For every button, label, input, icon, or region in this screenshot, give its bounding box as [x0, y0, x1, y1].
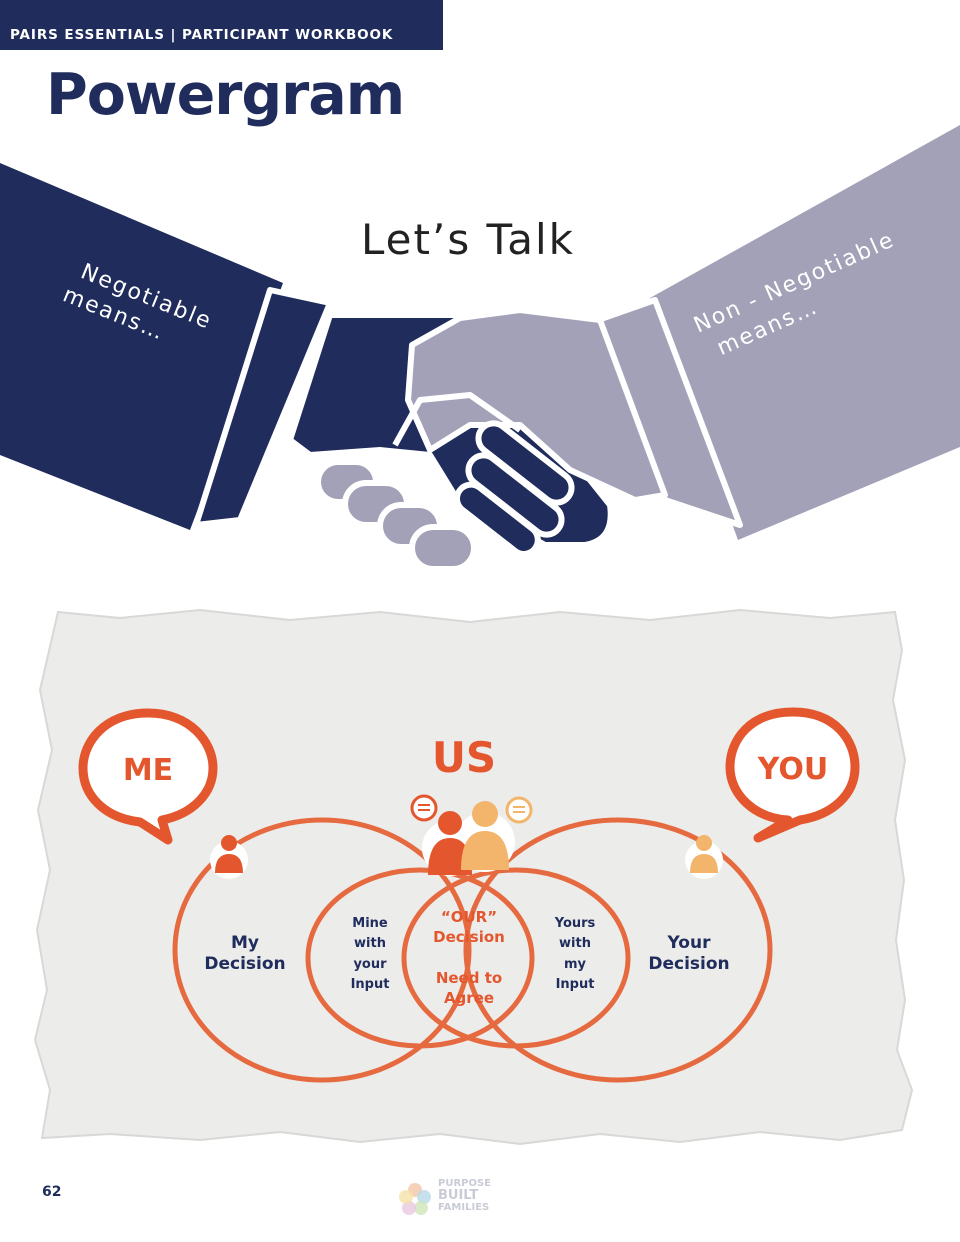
you-circle	[463, 817, 773, 1083]
handshake-illustration: Let’s Talk Negotiable means… Non - Negot…	[0, 125, 960, 572]
my-decision-label-1: My	[231, 933, 259, 953]
page-number: 62	[42, 1184, 62, 1200]
footer-logo: PURPOSE BUILT FAMILIES	[438, 1178, 498, 1214]
you-label: YOU	[757, 752, 829, 787]
finger-group-navy	[453, 420, 575, 557]
page-title: Powergram	[46, 62, 405, 128]
yours-label-4: Input	[556, 977, 595, 992]
your-decision-label-2: Decision	[648, 954, 729, 974]
your-decision-label-1: Your	[667, 933, 712, 953]
right-sleeve	[650, 125, 960, 540]
me-circle	[172, 817, 472, 1083]
workbook-label: PAIRS ESSENTIALS | PARTICIPANT WORKBOOK	[10, 27, 394, 43]
header-bar: PAIRS ESSENTIALS | PARTICIPANT WORKBOOK	[0, 0, 443, 50]
you-speech-bubble: YOU	[725, 707, 860, 843]
need-to-agree-label-1: Need to	[436, 969, 502, 987]
finger-group-light	[315, 459, 477, 572]
logo-line-1: PURPOSE	[438, 1178, 492, 1189]
logo-mark-icon	[399, 1183, 431, 1215]
chat-icon-right	[505, 796, 533, 824]
yours-inner-circle	[401, 867, 631, 1049]
lets-talk-label: Let’s Talk	[361, 215, 575, 264]
logo-line-2: BUILT	[438, 1188, 479, 1203]
me-label: ME	[123, 753, 173, 788]
me-person-icon	[210, 835, 248, 879]
us-people-icon	[422, 801, 515, 876]
yours-label-2: with	[559, 936, 591, 951]
mine-label-4: Input	[351, 977, 390, 992]
mine-inner-circle	[305, 867, 535, 1049]
yours-label-3: my	[564, 957, 587, 972]
chat-icon-left	[410, 794, 438, 822]
you-person-icon	[685, 835, 723, 879]
mine-label-2: with	[354, 936, 386, 951]
mine-label-3: your	[353, 957, 387, 972]
our-decision-label-2: Decision	[433, 928, 505, 946]
us-label: US	[432, 733, 496, 782]
torn-paper-background	[33, 608, 914, 1146]
thumb-outline	[392, 392, 522, 447]
mine-label-1: Mine	[352, 916, 388, 931]
left-sleeve	[0, 163, 283, 530]
me-speech-bubble: ME	[78, 708, 218, 845]
my-decision-label-2: Decision	[204, 954, 285, 974]
our-decision-label-1: “OUR”	[441, 908, 497, 926]
yours-label-1: Yours	[554, 916, 596, 931]
need-to-agree-label-2: Agree	[444, 989, 494, 1007]
right-hand	[405, 307, 668, 503]
logo-line-3: FAMILIES	[438, 1202, 490, 1213]
left-cuff	[193, 287, 333, 528]
